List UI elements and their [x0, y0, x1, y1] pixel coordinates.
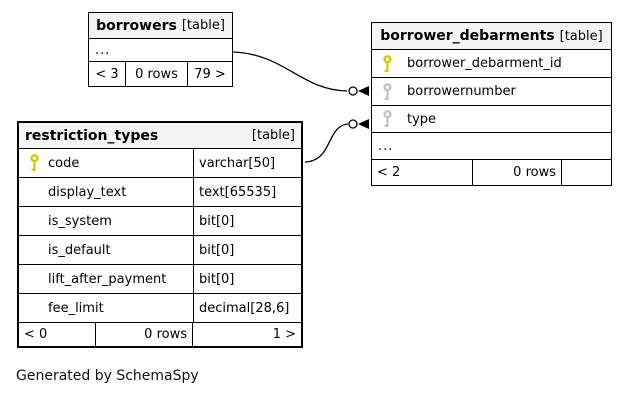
column-type: bit[0]: [193, 207, 301, 235]
column-name: type: [407, 111, 437, 127]
column-type: varchar[50]: [193, 149, 301, 177]
column-row-borrowernumber[interactable]: borrowernumber: [372, 78, 611, 106]
table-borrower-debarments-ellipsis-row: ...: [372, 133, 611, 160]
column-row-display-text[interactable]: display_text text[65535]: [19, 178, 301, 207]
column-row-lift-after-payment[interactable]: lift_after_payment bit[0]: [19, 265, 301, 294]
relationship-edge-borrowers-to-borrowernumber: [232, 51, 369, 96]
column-row-fee-limit[interactable]: fee_limit decimal[28,6]: [19, 294, 301, 323]
pager-parents-count: [561, 160, 611, 185]
table-tag: [table]: [559, 28, 603, 44]
table-borrowers-pager: < 3 0 rows 79 >: [89, 62, 232, 86]
primary-key-icon: [382, 54, 393, 73]
table-name: borrowers: [96, 17, 177, 34]
table-restriction-types-header[interactable]: restriction_types [table]: [19, 123, 301, 149]
column-name: is_system: [48, 213, 112, 229]
column-type: text[65535]: [193, 178, 301, 206]
pager-row-count: 0 rows: [95, 323, 192, 346]
pager-children-count: < 2: [377, 165, 401, 180]
column-row-borrower-debarment-id[interactable]: borrower_debarment_id: [372, 50, 611, 78]
pager-children-count: < 0: [24, 327, 48, 342]
column-name: code: [48, 155, 80, 171]
column-name: borrowernumber: [407, 84, 516, 99]
column-row-type[interactable]: type: [372, 106, 611, 133]
table-borrower-debarments-pager: < 2 0 rows: [372, 160, 611, 185]
pager-parents-count: 1 >: [192, 323, 301, 346]
column-type: decimal[28,6]: [193, 294, 301, 322]
table-borrower-debarments-header[interactable]: borrower_debarments[table]: [372, 23, 611, 50]
column-row-is-system[interactable]: is_system bit[0]: [19, 207, 301, 236]
column-type: bit[0]: [193, 236, 301, 264]
relationship-edge-code-to-type: [304, 119, 369, 163]
column-name: is_default: [48, 242, 111, 258]
index-key-icon: [382, 82, 393, 101]
pager-row-count: 0 rows: [472, 160, 561, 185]
table-tag: [table]: [251, 128, 295, 143]
column-name: lift_after_payment: [48, 271, 167, 287]
table-borrowers-header[interactable]: borrowers [table]: [89, 13, 232, 39]
column-row-code[interactable]: code varchar[50]: [19, 149, 301, 178]
column-row-is-default[interactable]: is_default bit[0]: [19, 236, 301, 265]
index-key-icon: [382, 110, 393, 128]
table-name: borrower_debarments: [380, 28, 555, 44]
column-type: bit[0]: [193, 265, 301, 293]
table-tag: [table]: [181, 18, 225, 33]
table-restriction-types-pager: < 0 0 rows 1 >: [19, 323, 301, 346]
pager-row-count: 0 rows: [125, 62, 187, 86]
pager-children-count: < 3: [95, 66, 119, 82]
table-restriction-types[interactable]: restriction_types [table] code varchar[5…: [17, 121, 303, 348]
pager-parents-count: 79 >: [187, 62, 232, 86]
column-name: fee_limit: [48, 300, 104, 316]
table-borrower-debarments[interactable]: borrower_debarments[table] borrower_deba…: [371, 22, 612, 186]
primary-key-icon: [29, 154, 40, 172]
column-name: display_text: [48, 184, 127, 200]
table-borrowers-ellipsis-row: ...: [89, 39, 232, 62]
table-name: restriction_types: [25, 127, 159, 144]
table-borrowers[interactable]: borrowers [table] ... < 3 0 rows 79 >: [88, 12, 233, 87]
column-name: borrower_debarment_id: [407, 56, 562, 71]
generated-by-note: Generated by SchemaSpy: [16, 368, 199, 384]
